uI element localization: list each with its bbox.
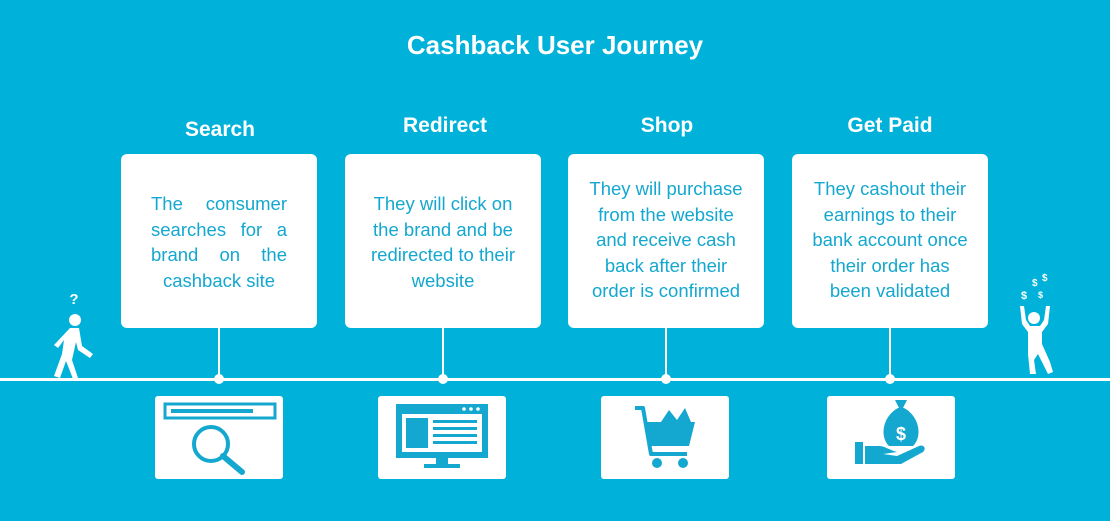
icon-box-shop bbox=[601, 396, 729, 479]
step-text-line: website bbox=[411, 269, 475, 291]
step-box-redirect: They will click on the brand and be redi… bbox=[345, 154, 541, 328]
step-title-get-paid: Get Paid bbox=[847, 114, 933, 137]
step-text-line: their order has bbox=[830, 254, 950, 276]
step-text-line: redirected to their bbox=[371, 244, 515, 265]
money-bag-hand-icon: $ bbox=[855, 400, 925, 464]
step-text-line: They will purchase bbox=[589, 178, 743, 199]
timeline bbox=[0, 378, 1110, 381]
step-text-line: order is confirmed bbox=[591, 280, 741, 301]
icon-box-get-paid: $ bbox=[827, 396, 955, 479]
question-mark: ? bbox=[69, 291, 78, 308]
step-box-search: The consumer searches for a brand on the… bbox=[121, 154, 317, 328]
dollar-sign: $ bbox=[1042, 273, 1048, 284]
step-text-line: bank account once bbox=[812, 229, 968, 250]
step-box-shop: They will purchase from the website and … bbox=[568, 154, 764, 328]
shopping-cart-icon bbox=[635, 406, 695, 468]
step-text-line: been validated bbox=[829, 280, 951, 301]
step-text-line: They cashout their bbox=[813, 178, 967, 199]
step-text-line: The consumer bbox=[151, 193, 287, 214]
step-text-line: brand on the bbox=[151, 244, 287, 265]
connector-line bbox=[665, 328, 667, 378]
connector-line bbox=[442, 328, 444, 378]
search-bar-icon bbox=[163, 402, 277, 475]
diagram-title: Cashback User Journey bbox=[406, 30, 704, 60]
icon-box-search bbox=[155, 396, 283, 479]
step-text-line: the brand and be bbox=[373, 218, 513, 240]
monitor-icon bbox=[396, 404, 488, 468]
step-text-line: searches for a bbox=[151, 218, 287, 240]
cheering-person-icon: $ $ $ $ bbox=[1012, 268, 1062, 383]
step-title-shop: Shop bbox=[640, 114, 694, 137]
step-title-search: Search bbox=[184, 118, 256, 141]
step-text-line: They will click on bbox=[373, 193, 513, 214]
step-text-line: earnings to their bbox=[823, 203, 957, 225]
connector-line bbox=[218, 328, 220, 378]
step-text-line: and receive cash bbox=[596, 229, 736, 250]
connector-line bbox=[889, 328, 891, 378]
icon-box-redirect bbox=[378, 396, 506, 479]
step-text-line: from the website bbox=[598, 203, 734, 225]
dollar-sign: $ bbox=[1021, 290, 1027, 302]
step-text-line: cashback site bbox=[162, 269, 276, 291]
dollar-sign: $ bbox=[1032, 278, 1038, 289]
dollar-sign: $ bbox=[1038, 290, 1043, 300]
step-text-line: back after their bbox=[604, 254, 728, 276]
walking-person-icon: ? bbox=[48, 288, 98, 385]
step-title-redirect: Redirect bbox=[402, 114, 488, 137]
svg-text:$: $ bbox=[896, 424, 906, 444]
step-box-get-paid: They cashout their earnings to their ban… bbox=[792, 154, 988, 328]
